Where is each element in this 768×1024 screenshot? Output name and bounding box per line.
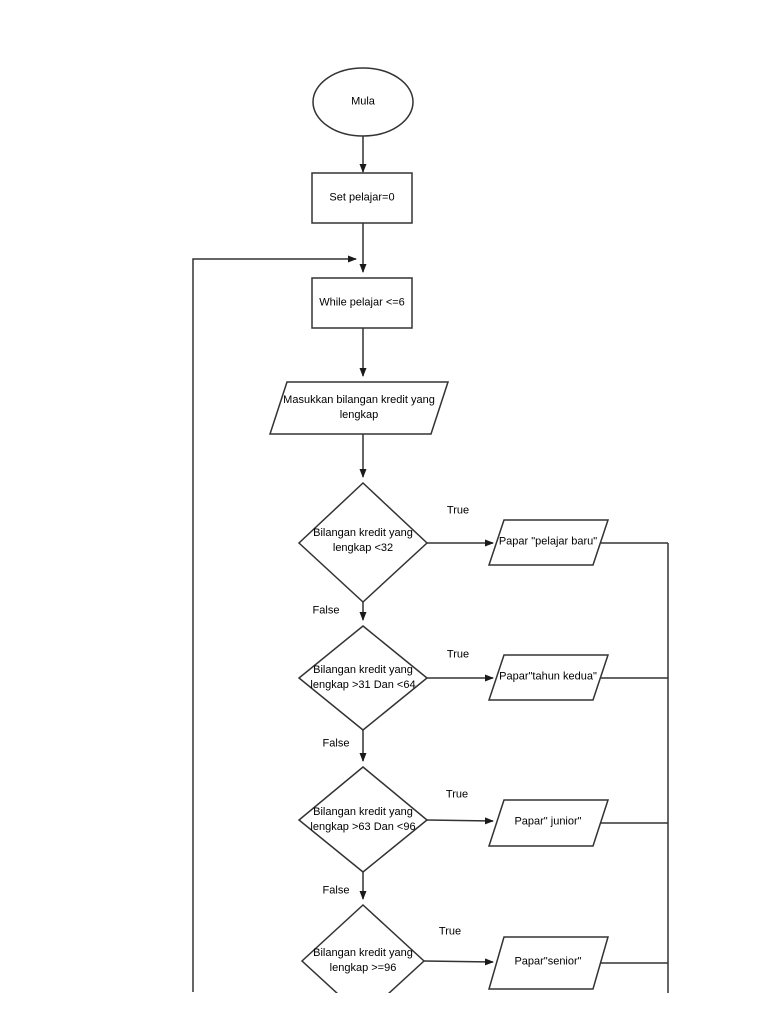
decision1-node-label: Bilangan kredit yang lengkap <32 (313, 527, 413, 554)
decision3-node-label: Bilangan kredit yang lengkap >63 Dan <96 (310, 806, 416, 833)
output3-node-label: Papar" junior" (514, 815, 582, 828)
output3-parallelogram-shape (487, 799, 610, 847)
output1-parallelogram-shape (487, 519, 610, 566)
edge-decision4-true (423, 958, 494, 966)
edge-label-true-1: True (446, 504, 470, 517)
while-node-label: While pelajar <=6 (319, 296, 405, 309)
decision2-node-label: Bilangan kredit yang lengkap >31 Dan <64 (310, 664, 416, 691)
edge-label-true-3: True (445, 788, 469, 801)
while-process-shape (311, 277, 413, 329)
output2-parallelogram-shape (487, 654, 610, 701)
edge-decision3-true (426, 817, 494, 825)
edge-label-false-1: False (312, 604, 340, 617)
init-node-label: Set pelajar=0 (329, 191, 395, 204)
start-node-label: Mula (351, 95, 375, 108)
edge-label-true-4: True (438, 925, 462, 938)
edge-label-false-2: False (322, 737, 350, 750)
flowchart-canvas (192, 67, 669, 993)
input-node-label: Masukkan bilangan kredit yang lengkap (283, 394, 435, 421)
input-parallelogram-shape (268, 381, 450, 435)
output2-node-label: Papar"tahun kedua" (499, 670, 597, 683)
edge-label-true-2: True (446, 648, 470, 661)
decision4-diamond-shape (300, 903, 426, 993)
decision4-node-label: Bilangan kredit yang lengkap >=96 (313, 947, 413, 974)
init-process-shape (311, 172, 413, 224)
edge-loop-back (192, 255, 357, 992)
output4-parallelogram-shape (488, 936, 609, 990)
output4-node-label: Papar"senior" (514, 955, 582, 968)
output1-node-label: Papar "pelajar baru" (498, 535, 598, 548)
edge-label-false-3: False (322, 884, 350, 897)
